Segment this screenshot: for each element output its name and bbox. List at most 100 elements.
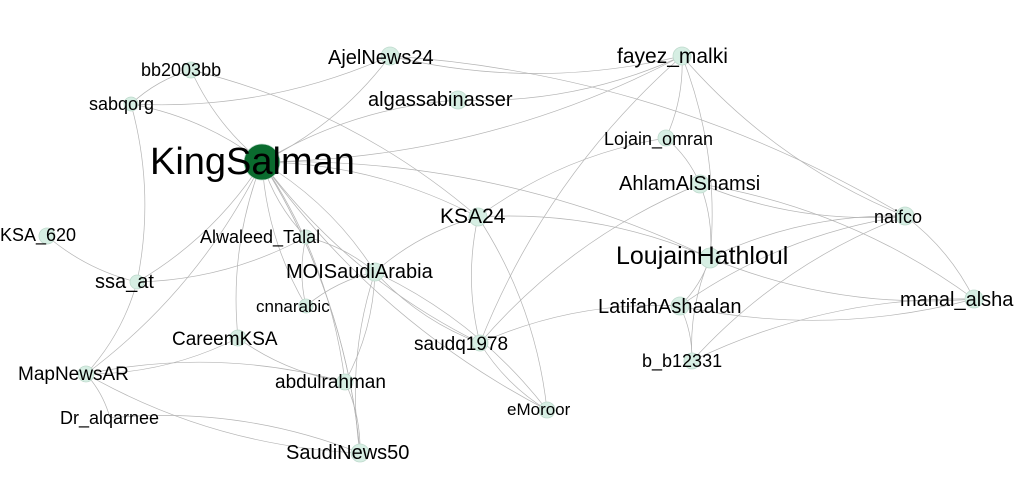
edge-AhlamAlShamsi-saudq1978 (479, 183, 701, 344)
node-SaudiNews50 (350, 443, 370, 463)
node-saudq1978 (471, 334, 489, 352)
edge-KingSalman-algassabinasser (261, 99, 459, 163)
node-label-saudq1978: saudq1978 (414, 334, 508, 355)
node-Lojain_omran (657, 129, 675, 147)
edge-KingSalman-abdulrahman (261, 161, 346, 383)
edge-KingSalman-eMoroor (261, 161, 548, 411)
node-LoujainHathloul (699, 247, 721, 269)
edge-bb2003bb-KSA24 (190, 69, 479, 218)
edge-KSA24-eMoroor (477, 216, 548, 411)
edge-KSA24-LoujainHathloul (477, 215, 711, 259)
edge-CareemKSA-abdulrahman (237, 337, 346, 383)
node-b_b12331 (683, 352, 701, 370)
node-CareemKSA (229, 329, 247, 347)
node-label-LatifahAshaalan: LatifahAshaalan (598, 296, 741, 318)
node-label-naifco: naifco (874, 207, 922, 227)
edge-MapNewsAR-KingSalman (85, 161, 263, 375)
edge-saudq1978-eMoroor (479, 342, 548, 411)
node-MOISaudiArabia (365, 262, 385, 282)
edge-MapNewsAR-SaudiNews50 (85, 373, 361, 454)
edge-Alwaleed_Talal-ssa_at (136, 236, 307, 283)
edge-Lojain_omran-KSA24 (477, 137, 667, 218)
node-label-fayez_malki: fayez_malki (617, 45, 728, 68)
edge-LatifahAshaalan-naifco (679, 215, 906, 307)
node-Alwaleed_Talal (298, 229, 314, 245)
node-label-cnnarabic: cnnarabic (256, 297, 330, 316)
labels-layer: KingSalman AjelNews24 bb2003bb sabqorg algas… (0, 45, 1014, 464)
edge-sabqorg-AjelNews24 (130, 55, 391, 106)
edge-naifco-b_b12331 (691, 215, 906, 362)
node-MapNewsAR (77, 365, 95, 383)
edge-SaudiNews50-KingSalman (261, 161, 361, 454)
edge-fayez_malki-naifco (681, 55, 906, 217)
edge-sabqorg-ssa_at (130, 103, 146, 283)
edge-LatifahAshaalan-saudq1978 (479, 305, 681, 344)
edge-LatifahAshaalan-manal_alsharif (679, 298, 975, 321)
node-AhlamAlShamsi (690, 174, 710, 194)
edge-MapNewsAR-abdulrahman (85, 361, 346, 383)
node-manal_alsharif (964, 289, 984, 309)
edge-naifco-manal_alsharif (904, 215, 975, 300)
edge-KSA24-saudq1978 (471, 216, 481, 344)
node-label-sabqorg: sabqorg (89, 94, 154, 114)
edge-MOISaudiArabia-SaudiNews50 (355, 271, 376, 454)
edge-KingSalman-KSA24 (261, 161, 479, 218)
node-label-CareemKSA: CareemKSA (172, 329, 278, 350)
node-label-KSA_620: KSA_620 (0, 225, 76, 246)
node-eMoroor (538, 401, 556, 419)
edge-KingSalman-fayez_malki (261, 55, 683, 163)
edge-Dr_alqarnee-SaudiNews50 (109, 415, 361, 454)
nodes-layer (38, 46, 984, 463)
node-fayez_malki (672, 46, 692, 66)
node-label-manal_alsharif: manal_alsha (900, 289, 1014, 311)
node-sabqorg (123, 96, 139, 112)
node-label-abdulrahman: abdulrahman (275, 372, 386, 393)
edge-ssa_at-MapNewsAR (85, 281, 138, 375)
edge-b_b12331-manal_alsharif (691, 298, 975, 362)
edges-layer (46, 55, 975, 454)
node-AjelNews24 (380, 46, 400, 66)
node-label-AjelNews24: AjelNews24 (328, 47, 434, 69)
node-cnnarabic (298, 298, 314, 314)
node-ssa_at (129, 274, 145, 290)
edge-KSA_620-ssa_at (46, 235, 138, 283)
node-label-algassabinasser: algassabinasser (368, 89, 513, 111)
node-label-eMoroor: eMoroor (507, 400, 571, 419)
edge-KSA24-MOISaudiArabia (374, 216, 479, 273)
edge-LoujainHathloul-naifco (709, 215, 906, 259)
edge-KingSalman-MOISaudiArabia (261, 161, 376, 273)
node-label-LoujainHathloul: LoujainHathloul (616, 242, 788, 270)
edge-MOISaudiArabia-eMoroor (374, 271, 548, 411)
edge-fayez_malki-saudq1978 (479, 55, 683, 344)
node-KingSalman (243, 143, 281, 181)
node-label-bb2003bb: bb2003bb (141, 60, 221, 80)
edge-KingSalman-LoujainHathloul (261, 161, 711, 259)
node-label-KingSalman: KingSalman (150, 141, 355, 183)
node-label-b_b12331: b_b12331 (642, 351, 722, 372)
edge-AjelNews24-naifco (389, 55, 906, 217)
edge-MOISaudiArabia-abdulrahman (344, 271, 376, 383)
node-label-Dr_alqarnee: Dr_alqarnee (60, 408, 159, 429)
node-label-KSA24: KSA24 (440, 205, 506, 228)
edge-KingSalman-CareemKSA (235, 161, 263, 339)
edge-MapNewsAR-CareemKSA (85, 337, 239, 375)
node-KSA_620 (38, 227, 56, 245)
node-algassabinasser (448, 90, 468, 110)
node-bb2003bb (182, 61, 200, 79)
node-naifco (895, 206, 915, 226)
edge-AhlamAlShamsi-naifco (699, 183, 906, 218)
node-LatifahAshaalan (670, 296, 690, 316)
edge-fayez_malki-LoujainHathloul (681, 55, 713, 259)
edge-KingSalman-saudq1978 (261, 161, 481, 344)
node-label-MOISaudiArabia: MOISaudiArabia (286, 261, 434, 283)
node-label-ssa_at: ssa_at (95, 271, 154, 293)
node-label-Alwaleed_Talal: Alwaleed_Talal (200, 227, 320, 248)
node-abdulrahman (336, 373, 354, 391)
edge-AjelNews24-fayez_malki (389, 55, 683, 74)
node-label-SaudiNews50: SaudiNews50 (286, 442, 409, 464)
edge-saudq1978-MOISaudiArabia (374, 271, 481, 344)
node-label-Lojain_omran: Lojain_omran (604, 129, 713, 150)
edge-algassabinasser-fayez_malki (457, 55, 683, 101)
node-KSA24 (468, 207, 488, 227)
